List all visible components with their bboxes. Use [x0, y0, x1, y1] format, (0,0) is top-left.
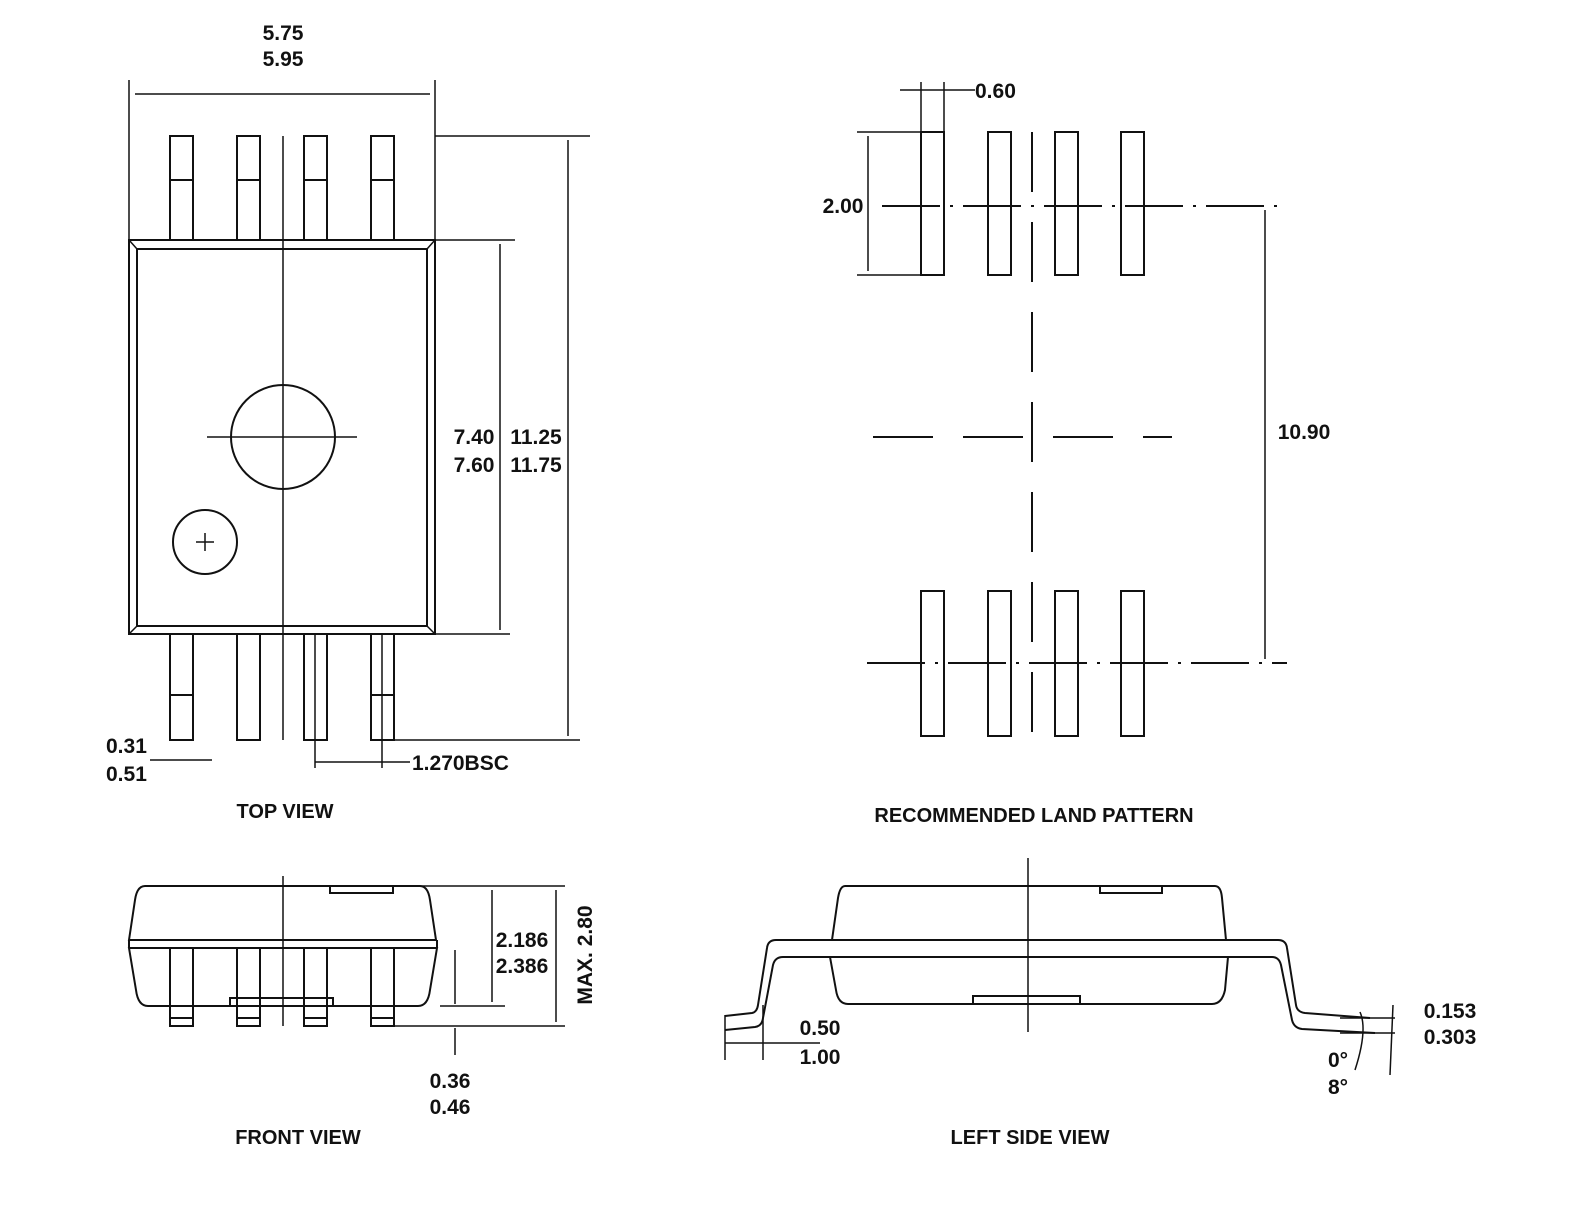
lead-thickness-min-label: 0.153: [1424, 1000, 1477, 1023]
lead-width-max-label: 0.51: [106, 763, 147, 786]
standoff-max-label: 0.46: [430, 1096, 471, 1119]
front-view: 2.186 2.386 MAX. 2.80 0.36 0.46 FRONT VI…: [127, 876, 597, 1149]
foot-length-max-label: 1.00: [800, 1046, 841, 1069]
land-pattern-caption: RECOMMENDED LAND PATTERN: [874, 805, 1193, 827]
total-length-min-label: 11.25: [510, 426, 562, 449]
angle-max-label: 8°: [1328, 1076, 1348, 1099]
body-length-min-label: 7.40: [454, 426, 495, 449]
width-min-label: 5.75: [263, 22, 304, 45]
land-pattern: 0.60 2.00 10.90 RECOMMENDED LAND PATTERN: [823, 80, 1331, 827]
bottom-leads: [169, 633, 395, 768]
body-length-max-label: 7.60: [454, 454, 495, 477]
total-length-max-label: 11.75: [510, 454, 562, 477]
pad-width-label: 0.60: [975, 80, 1016, 103]
top-pads: [920, 131, 1145, 276]
side-view-caption: LEFT SIDE VIEW: [951, 1127, 1110, 1149]
standoff-min-label: 0.36: [430, 1070, 471, 1093]
top-view: 5.75 5.95 7.40 7.60 11.25 11.: [106, 22, 590, 823]
left-side-view: 0.50 1.00 0.153 0.303 0° 8° LEFT SIDE VI…: [724, 858, 1477, 1149]
foot-length-min-label: 0.50: [800, 1017, 841, 1040]
pin1-indicator: [172, 509, 238, 575]
top-leads: [169, 135, 395, 241]
width-max-label: 5.95: [263, 48, 304, 71]
lead-width-min-label: 0.31: [106, 735, 147, 758]
package-body: [128, 239, 436, 635]
max-height-label: MAX. 2.80: [574, 905, 597, 1004]
lead-thickness-max-label: 0.303: [1424, 1026, 1477, 1049]
height-min-label: 2.186: [496, 929, 549, 952]
row-spacing-label: 10.90: [1278, 421, 1331, 444]
height-max-label: 2.386: [496, 955, 549, 978]
top-view-caption: TOP VIEW: [236, 801, 333, 823]
front-view-caption: FRONT VIEW: [235, 1127, 361, 1149]
angle-min-label: 0°: [1328, 1049, 1348, 1072]
front-leads: [169, 947, 395, 1027]
pitch-label: 1.270BSC: [412, 752, 509, 775]
pad-length-label: 2.00: [823, 195, 864, 218]
